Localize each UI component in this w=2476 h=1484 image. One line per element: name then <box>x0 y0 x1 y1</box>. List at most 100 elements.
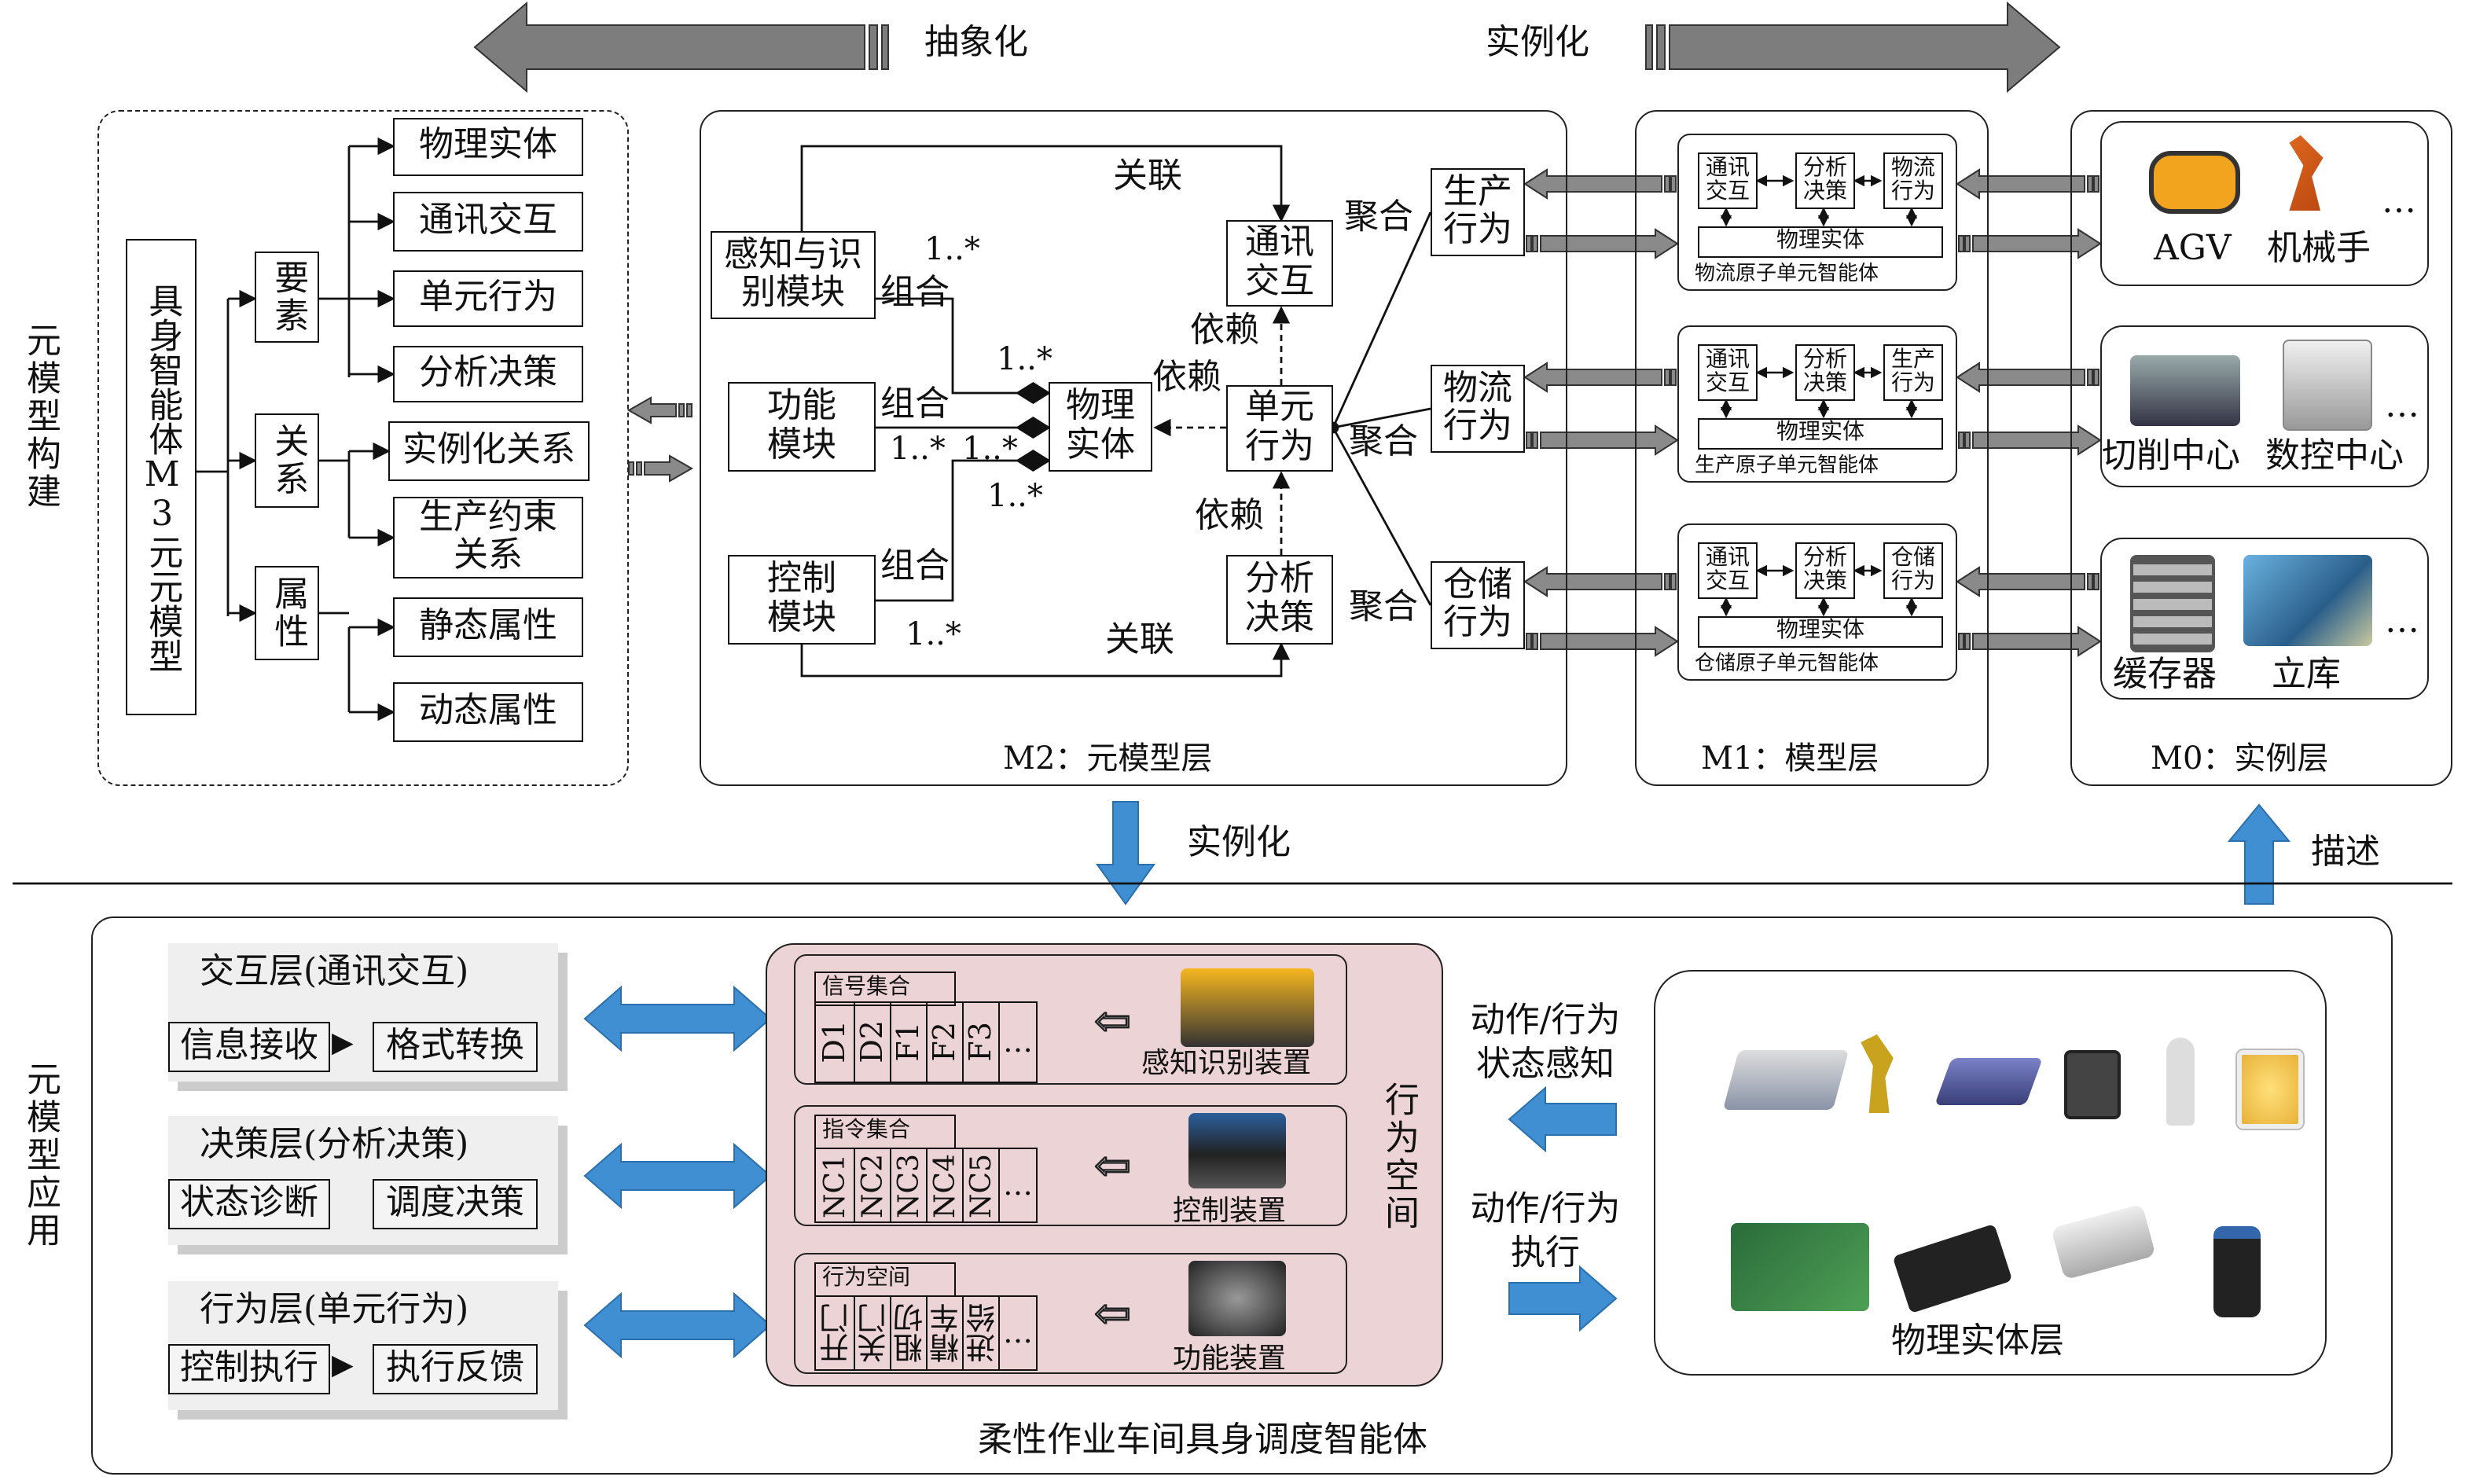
group-attributes: 属性 <box>255 566 319 660</box>
set-cell-text: 粗切 <box>892 1303 927 1363</box>
handheld-scanner-image <box>2213 1226 2261 1317</box>
layer-step: 控制执行 <box>168 1344 330 1394</box>
layer-flow-arrow <box>1526 228 1679 259</box>
set-label: 指令集合 <box>814 1115 956 1149</box>
layer-step: 状态诊断 <box>168 1179 330 1229</box>
unit-behavior-class: 单元行为 <box>1226 385 1333 472</box>
instance-box-machining: … 切削中心 数控中心 <box>2100 325 2429 487</box>
assoc-label-bottom: 关联 <box>1105 621 1175 660</box>
atomic-agent-box: 通讯交互分析决策生产行为物理实体生产原子单元智能体 <box>1677 325 1957 483</box>
set-cell-text: … <box>1003 1316 1033 1350</box>
set-cell: NC4 <box>926 1148 964 1223</box>
layer-flow-arrow <box>1526 626 1679 657</box>
multiplicity-label: 1..* <box>987 476 1043 514</box>
instantiate-down-arrow <box>1096 801 1155 905</box>
storage-behavior: 仓储行为 <box>1431 561 1525 649</box>
function-device-label: 功能装置 <box>1173 1343 1286 1376</box>
m2-panel <box>700 110 1567 786</box>
behavior-space-label: 行为空间 <box>1379 1082 1418 1232</box>
cnc-center-image <box>2283 340 2372 431</box>
sensing-device-label: 感知识别装置 <box>1141 1047 1311 1080</box>
perceive-label: 动作/行为状态感知 <box>1470 1001 1621 1084</box>
layer-title: 行为层(单元行为) <box>200 1291 469 1330</box>
m2-title: M2：元模型层 <box>1003 739 1213 777</box>
compose-label: 组合 <box>880 274 950 313</box>
set-cell-text: 进给 <box>964 1303 999 1363</box>
set-cell-text: F2 <box>928 1022 962 1063</box>
agent-name: 物流原子单元智能体 <box>1695 263 1879 286</box>
instantiate-down-label: 实例化 <box>1187 824 1291 863</box>
computer-image <box>2064 1050 2121 1119</box>
physical-layer-panel: 物理实体层 <box>1654 970 2327 1376</box>
set-cell-text: F3 <box>964 1022 998 1063</box>
leaf-unit-behavior: 单元行为 <box>393 270 583 327</box>
set-cell-text: … <box>1003 1025 1033 1060</box>
set-cell: 进给 <box>962 1295 1000 1371</box>
aggregate-label: 聚合 <box>1344 198 1414 237</box>
set-cell: NC2 <box>854 1148 891 1223</box>
camera-image <box>2051 1203 2156 1280</box>
layer-flow-arrow <box>1958 228 2102 259</box>
perceive-arrow <box>1508 1085 1617 1153</box>
communication-class: 通讯交互 <box>1226 220 1333 307</box>
set-cell-text: NC3 <box>892 1153 925 1218</box>
set-label: 信号集合 <box>814 972 956 1006</box>
buffer-label: 缓存器 <box>2113 656 2217 695</box>
physical-entity-class: 物理实体 <box>1049 382 1152 472</box>
robot-image <box>1861 1034 1894 1113</box>
agent-cell: 通讯交互 <box>1698 344 1758 401</box>
sensor-chips-image <box>1892 1223 2013 1314</box>
set-label: 行为空间 <box>814 1262 956 1297</box>
leaf-decision: 分析决策 <box>393 346 583 402</box>
input-arrow-icon: ⇦ <box>1093 995 1132 1047</box>
function-device-image <box>1188 1261 1286 1336</box>
set-cell-text: F1 <box>891 1022 926 1063</box>
input-arrow-icon: ⇦ <box>1093 1287 1132 1339</box>
physical-layer-label: 物理实体层 <box>1891 1322 2065 1361</box>
set-cell: F2 <box>926 1001 964 1083</box>
meta-application-label: 元模型应用 <box>20 1061 60 1250</box>
io-card-image <box>1731 1223 1869 1311</box>
compose-label: 组合 <box>880 385 950 424</box>
set-cell-text: D1 <box>817 1020 852 1064</box>
decision-class: 分析决策 <box>1226 555 1333 645</box>
abstract-arrow <box>473 1 889 94</box>
layer-flow-arrow <box>1526 424 1679 456</box>
agent-name: 生产原子单元智能体 <box>1695 454 1879 478</box>
agent-cell: 分析决策 <box>1795 344 1855 401</box>
app-title: 柔性作业车间具身调度智能体 <box>978 1421 1428 1460</box>
atomic-agent-box: 通讯交互分析决策仓储行为物理实体仓储原子单元智能体 <box>1677 523 1957 681</box>
set-cell: NC1 <box>814 1148 855 1223</box>
set-cell-text: NC4 <box>928 1153 961 1218</box>
set-cells: 开门关门粗切精车进给… <box>814 1295 1047 1371</box>
agent-entity: 物理实体 <box>1698 616 1943 648</box>
agent-cell: 物流行为 <box>1883 152 1943 209</box>
agent-cell: 仓储行为 <box>1883 542 1943 599</box>
set-cell: NC3 <box>890 1148 928 1223</box>
multiplicity-label: 1..* <box>962 429 1018 467</box>
leaf-physical-entity: 物理实体 <box>393 118 583 176</box>
layer-flow-arrow <box>1958 626 2102 657</box>
layer-arrows <box>1523 168 2102 657</box>
meta-build-label: 元模型构建 <box>20 322 60 511</box>
app-layer-panel: 决策层(分析决策)状态诊断调度决策 <box>168 1116 558 1245</box>
depend-label: 依赖 <box>1190 311 1260 351</box>
set-cell: D2 <box>854 1001 891 1083</box>
set-cell: F1 <box>890 1001 928 1083</box>
cnc-center-label: 数控中心 <box>2265 437 2404 476</box>
more-instances: … <box>2385 602 2419 641</box>
instance-box-storage: … 缓存器 立库 <box>2100 538 2429 700</box>
group-relations: 关系 <box>255 413 319 508</box>
depend-label: 依赖 <box>1152 358 1222 398</box>
agent-cell: 分析决策 <box>1795 152 1855 209</box>
set-cell: 关门 <box>854 1295 891 1371</box>
describe-up-arrow <box>2227 803 2291 905</box>
set-cell-text: NC5 <box>964 1153 997 1218</box>
flow-arrow-icon: ▶ <box>332 1027 354 1060</box>
atomic-agent-box: 通讯交互分析决策物流行为物理实体物流原子单元智能体 <box>1677 134 1957 291</box>
set-cell: D1 <box>814 1001 855 1083</box>
app-layer-panel: 交互层(通讯交互)信息接收格式转换▶ <box>168 943 558 1082</box>
layer-title: 决策层(分析决策) <box>200 1126 469 1165</box>
